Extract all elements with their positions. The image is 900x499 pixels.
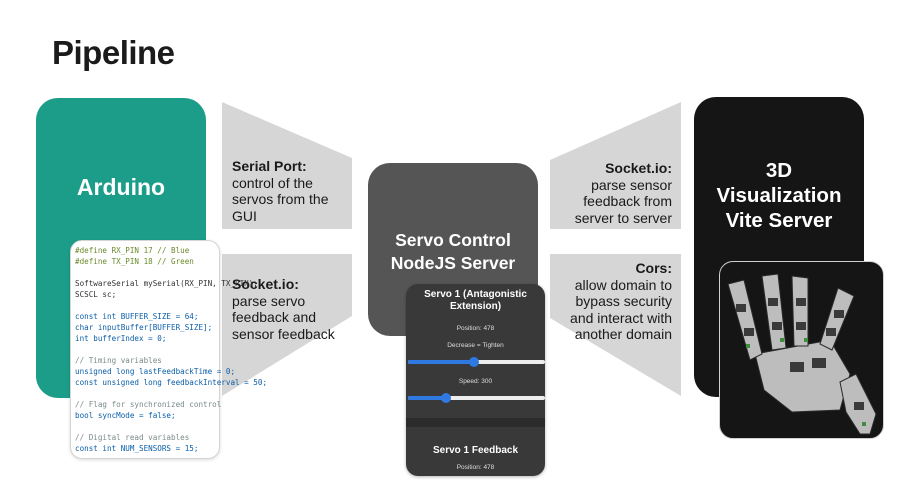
robotic-hand-render [719,261,884,439]
edge-socket-left-line: sensor feedback [232,325,335,342]
hand-joint-shape [768,298,778,306]
hand-finger-shape [727,279,763,361]
position-slider-fill [408,360,474,364]
hand-joint-shape [812,358,826,368]
edge-label-serial: Serial Port: control of the servos from … [232,158,328,224]
speed-slider-fill [408,396,447,400]
edge-socket-right-title: Socket.io: [605,160,672,176]
position-slider[interactable] [408,357,545,367]
code-line: char inputBuffer[BUFFER_SIZE]; [75,323,213,332]
edge-serial-line: GUI [232,207,257,224]
robotic-hand-icon [727,273,877,435]
code-line: // Flag for synchronized control [75,400,222,409]
code-line: bool syncMode = false; [75,411,176,420]
edge-socket-left-line: parse servo [232,292,306,309]
code-line [75,344,219,355]
hand-sensor-shape [862,422,866,426]
code-line: SoftwareSerial mySerial(RX_PIN, TX_PIN); [75,279,258,288]
hand-palm-shape [754,339,851,413]
hand-joint-shape [854,402,864,410]
speed-slider-thumb[interactable] [441,393,452,403]
edge-serial-line: control of the [232,174,313,191]
hand-joint-shape [826,328,836,336]
edge-serial-title: Serial Port: [232,158,307,174]
edge-cors-title: Cors: [635,260,672,276]
gui-feedback-position: Position: 478 [456,464,495,471]
edge-cors-line: bypass security [575,293,672,309]
code-line [75,300,219,311]
code-line: const int BUFFER_SIZE = 64; [75,312,199,321]
code-line [75,267,219,278]
gui-title-line1: Servo 1 (Antagonistic [424,289,527,300]
edge-cors-line: allow domain to [574,276,672,293]
hand-joint-shape [834,310,844,318]
hand-joint-shape [796,298,806,306]
hand-joint-shape [790,362,804,372]
viz-label-line1: 3D [765,159,793,182]
code-line: const unsigned long feedbackInterval = 5… [75,378,268,387]
servo-server-label-line2: NodeJS Server [390,253,516,273]
edge-serial-line: servos from the [232,191,329,207]
edge-cors-line: another domain [574,326,672,342]
arduino-code-snippet: #define RX_PIN 17 // Blue #define TX_PIN… [70,240,268,459]
edge-label-socket-right: Socket.io: parse sensor feedback from se… [575,160,672,226]
arrow-server-to-viz-socket [550,102,681,229]
code-line: SCSCL sc; [75,290,117,299]
servo-control-gui: Servo 1 (Antagonistic Extension) Positio… [406,284,545,476]
gui-feedback-title: Servo 1 Feedback [432,445,519,456]
gui-speed-text: Speed: 300 [458,378,493,385]
speed-slider[interactable] [408,393,545,403]
code-line: #define RX_PIN 17 // Blue [75,246,190,255]
arrow-arduino-to-server-socket [222,254,352,396]
edge-label-cors: Cors: allow domain to bypass security an… [570,260,672,343]
hand-joint-shape [744,328,754,336]
code-line: #define TX_PIN 18 // Green [75,257,194,266]
edge-socket-right-line: feedback from [583,193,672,209]
code-line: const int NUM_SENSORS = 15; [75,444,199,453]
hand-sensor-shape [746,344,750,348]
position-slider-thumb[interactable] [468,357,479,367]
code-line: // Digital read variables [75,433,190,442]
code-line [75,388,219,399]
hand-finger-shape [791,275,809,347]
hand-sensor-shape [804,338,808,342]
hand-finger-shape [761,273,787,351]
page-title: Pipeline [52,34,175,71]
gui-divider [406,418,545,427]
edge-cors-line: and interact with [570,309,672,326]
code-line: int bufferIndex = 0; [75,334,167,343]
edge-socket-right-line: server to server [574,209,672,226]
viz-label-line2: Visualization [716,184,842,207]
gui-title-line2: Extension) [449,301,502,312]
edge-socket-left-title: Socket.io: [232,276,299,292]
hand-joint-shape [796,322,806,330]
viz-label-line3: Vite Server [725,209,833,232]
edge-label-socket-left: Socket.io: parse servo feedback and sens… [232,276,335,342]
hand-finger-shape [819,287,855,351]
edge-socket-right-line: parse sensor [591,176,672,193]
code-line: unsigned long lastFeedbackTime = 0; [75,367,236,376]
arduino-label: Arduino [76,174,166,200]
hand-sensor-shape [780,338,784,342]
arrow-server-to-viz-cors [550,254,681,396]
edge-socket-left-line: feedback and [232,309,317,325]
servo-server-label-line1: Servo Control [395,230,511,250]
gui-title: Servo 1 (Antagonistic Extension) [406,289,545,313]
gui-direction-text: Decrease = Tighten [447,342,504,349]
code-line: // Timing variables [75,356,162,365]
arrow-arduino-to-server-serial [222,102,352,229]
code-line [75,421,219,432]
gui-position-text: Position: 478 [456,325,495,332]
hand-joint-shape [736,304,746,312]
hand-joint-shape [772,322,782,330]
